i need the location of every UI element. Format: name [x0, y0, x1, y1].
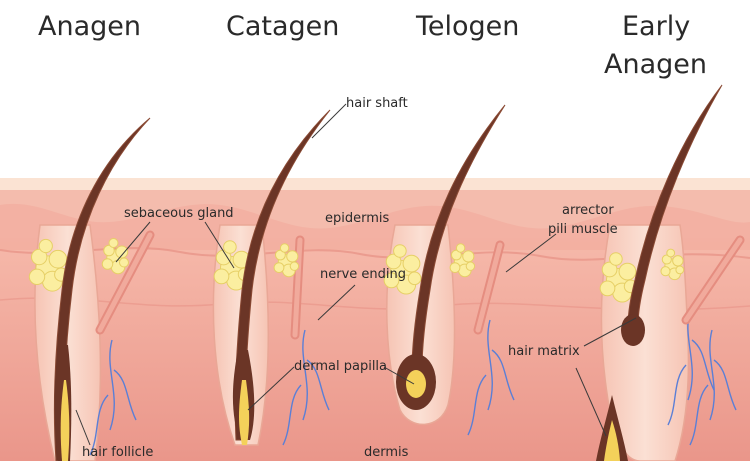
leader-line: [583, 317, 637, 347]
label-nerve-ending: nerve ending: [320, 267, 406, 282]
sebaceous-gland-lobe: [286, 250, 299, 263]
sebaceous-gland-lobe: [449, 262, 461, 274]
leader-line: [317, 284, 356, 321]
dermal-papilla: [406, 370, 426, 398]
sebaceous-gland-lobe: [273, 262, 285, 274]
sebaceous-gland-lobe: [38, 238, 53, 254]
sebaceous-gland-lobe: [279, 243, 290, 253]
sebaceous-gland-lobe: [119, 257, 129, 268]
sebaceous-gland-lobe: [115, 245, 129, 259]
sebaceous-gland-lobe: [455, 243, 466, 253]
sebaceous-gland-lobe: [213, 268, 230, 285]
sebaceous-gland-lobe: [28, 268, 46, 285]
leader-line: [505, 233, 557, 273]
sebaceous-gland-lobe: [223, 240, 237, 254]
label-arrector-line2: pili muscle: [548, 222, 618, 237]
dermal-papilla: [60, 380, 70, 461]
sebaceous-gland-lobe: [215, 249, 232, 266]
sebaceous-gland-lobe: [601, 261, 618, 278]
label-hair-shaft: hair shaft: [346, 96, 408, 111]
sebaceous-gland-lobe: [465, 261, 476, 271]
leader-line: [311, 103, 347, 139]
leader-line: [247, 366, 295, 411]
nerve-ending: [282, 329, 330, 446]
nerve-ending: [89, 339, 137, 456]
label-epidermis: epidermis: [325, 211, 390, 226]
label-hair-matrix: hair matrix: [508, 344, 580, 359]
sebaceous-gland-lobe: [462, 250, 475, 263]
stage-title-early-anagen-line2: Anagen: [604, 49, 707, 80]
sebaceous-gland-lobe: [402, 254, 421, 273]
sebaceous-gland-lobe: [618, 262, 637, 281]
sebaceous-gland-lobe: [599, 280, 616, 297]
dermal-papilla: [239, 380, 250, 445]
leader-line: [204, 221, 235, 269]
sebaceous-gland-lobe: [393, 244, 407, 258]
sebaceous-gland-lobe: [103, 244, 115, 257]
sebaceous-gland-lobe: [48, 249, 68, 269]
stage-title-telogen: Telogen: [416, 11, 520, 42]
leader-line: [115, 221, 151, 263]
stage-title-anagen: Anagen: [38, 11, 141, 42]
sebaceous-gland-lobe: [101, 258, 114, 270]
sebaceous-gland-lobe: [609, 252, 623, 266]
arrector-pili-muscle-highlight: [475, 242, 503, 333]
label-sebaceous-gland: sebaceous gland: [124, 206, 234, 221]
leader-line: [575, 367, 607, 437]
arrector-pili-muscle-highlight: [97, 232, 153, 333]
sebaceous-gland-lobe: [672, 255, 684, 267]
label-dermis: dermis: [364, 445, 409, 460]
nerve-ending: [689, 329, 737, 446]
sebaceous-gland-lobe: [289, 261, 300, 271]
label-hair-follicle: hair follicle: [82, 445, 154, 460]
sebaceous-gland-lobe: [407, 271, 422, 286]
hair-matrix: [604, 420, 620, 461]
sebaceous-gland-lobe: [660, 266, 671, 277]
sebaceous-gland-lobe: [108, 238, 119, 248]
sebaceous-gland-lobe: [666, 248, 676, 258]
arrector-pili-muscle-highlight: [683, 237, 743, 323]
sebaceous-gland-lobe: [383, 272, 400, 289]
sebaceous-gland-lobe: [675, 265, 685, 275]
sebaceous-gland-lobe: [385, 253, 402, 270]
leader-line: [383, 366, 415, 385]
sebaceous-gland-lobe: [31, 248, 48, 266]
nerve-ending: [467, 319, 515, 436]
arrector-pili-muscle-highlight: [292, 237, 303, 338]
stage-title-catagen: Catagen: [226, 11, 340, 42]
stage-title-early-anagen-line1: Early: [622, 11, 691, 42]
epidermis-ridge: [0, 203, 750, 250]
label-dermal-papilla: dermal papilla: [294, 359, 388, 374]
leader-line: [75, 409, 91, 446]
label-arrector-line1: arrector: [562, 203, 614, 218]
club-hair-bulb: [621, 314, 645, 346]
